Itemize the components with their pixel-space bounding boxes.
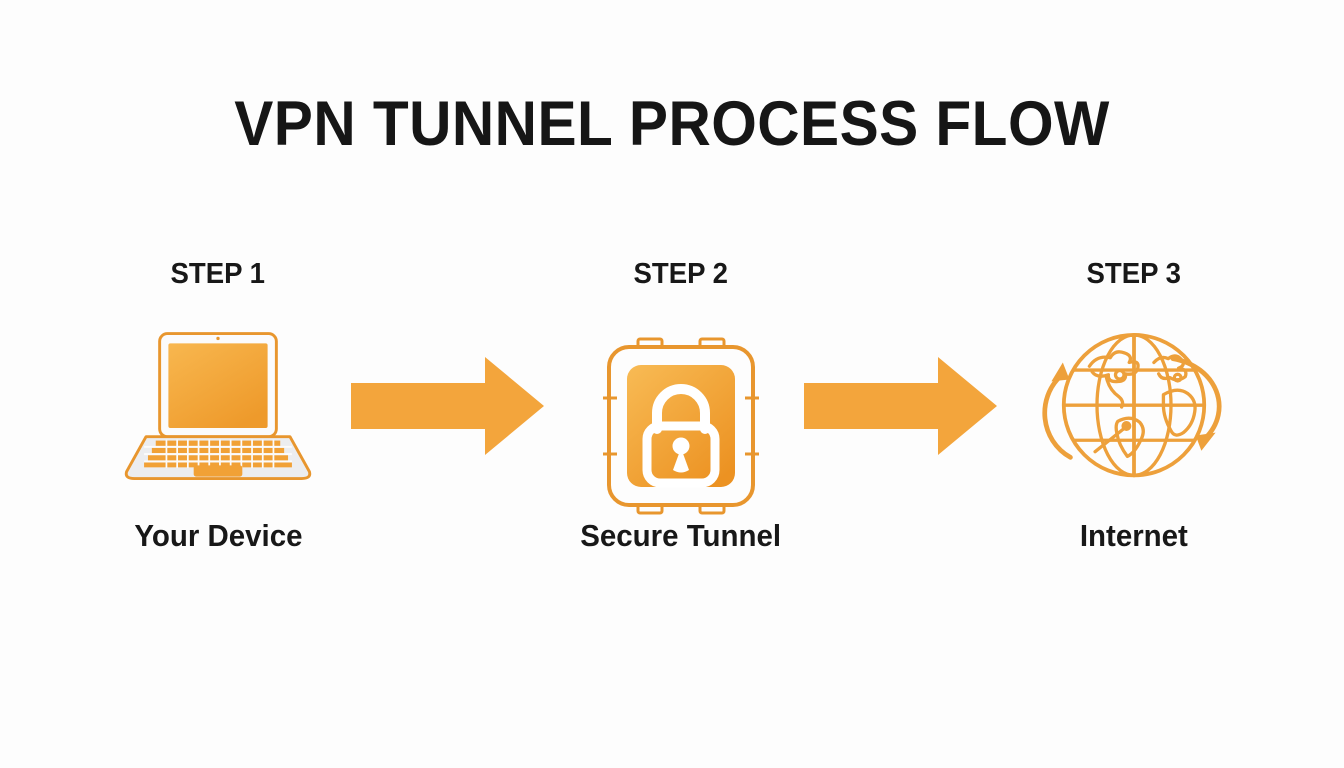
- step-2-icon-wrap: [600, 328, 762, 524]
- step-2-name: Secure Tunnel: [580, 518, 782, 553]
- step-2-label: STEP 2: [633, 258, 729, 290]
- step-1-name: Your Device: [133, 518, 303, 553]
- flow-arrow-icon: [351, 357, 544, 455]
- vault-lock-icon: [603, 337, 759, 515]
- step-3-name: Internet: [1079, 518, 1189, 553]
- page-title: VPN TUNNEL PROCESS FLOW: [234, 89, 1110, 159]
- step-your-device: STEP 1: [78, 258, 358, 554]
- step-1-icon-wrap: [111, 310, 325, 506]
- step-internet: STEP 3: [994, 258, 1274, 554]
- step-3-label: STEP 3: [1086, 258, 1182, 290]
- step-3-icon-wrap: [1034, 310, 1234, 506]
- laptop-icon: [124, 332, 312, 480]
- globe-icon: [1042, 333, 1222, 478]
- step-1-label: STEP 1: [170, 258, 266, 290]
- step-secure-tunnel: STEP 2 Secure Tunnel: [541, 258, 821, 554]
- flow-arrow-icon: [804, 357, 997, 455]
